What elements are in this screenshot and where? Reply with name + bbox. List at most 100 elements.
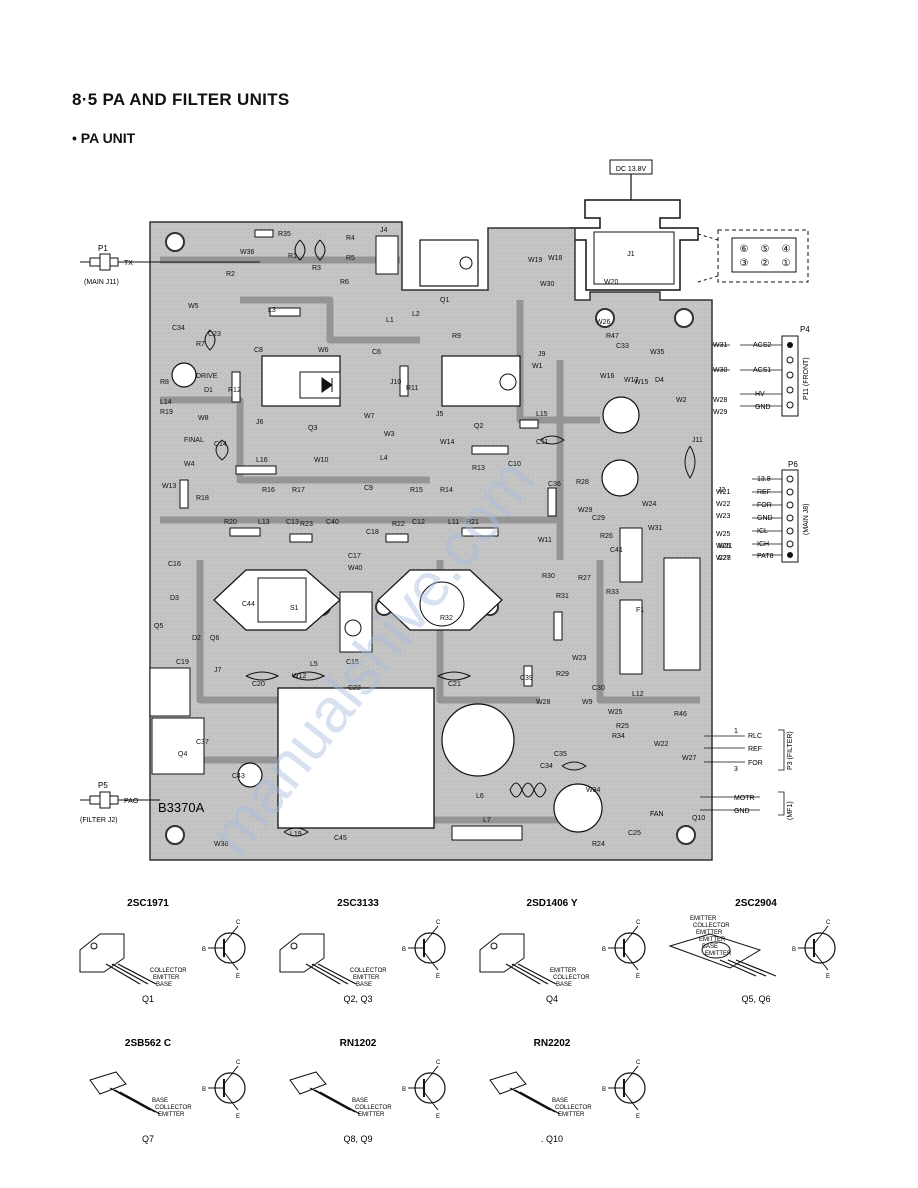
dc-label: DC 13.8V	[616, 166, 647, 173]
j1-label: J1	[627, 251, 635, 258]
transistor-type: 2SC2904	[735, 898, 777, 909]
board-label: W1	[532, 363, 543, 370]
collector-pin: C	[436, 920, 441, 926]
collector-pin: C	[236, 1060, 241, 1066]
board-label: W19	[528, 257, 543, 264]
d1-box	[299, 371, 341, 399]
board-label: C14	[214, 441, 227, 448]
board-label: L16	[256, 457, 268, 464]
board-label: R4	[346, 235, 355, 242]
pin-label: EMITTER	[690, 916, 717, 922]
board-label: FINAL	[184, 437, 204, 444]
board-label: L6	[476, 793, 484, 800]
board-label: J6	[256, 419, 264, 426]
p6-w27: W27	[716, 555, 731, 562]
pin-label: COLLECTOR	[553, 975, 590, 981]
base-pin: B	[602, 947, 606, 953]
power-connector-housing	[569, 199, 699, 291]
board-label: R47	[606, 333, 619, 340]
board-label: C39	[520, 675, 533, 682]
board-label: C34	[172, 325, 185, 332]
p5-net: PAO	[124, 798, 139, 805]
pin-1: ①	[782, 258, 791, 269]
q4-package	[151, 717, 205, 775]
board-label: C22	[348, 685, 361, 692]
board-label: W20	[604, 279, 619, 286]
pin-label: COLLECTOR	[150, 968, 187, 974]
board-label: R8	[160, 379, 169, 386]
p6-leads	[752, 478, 782, 556]
p4-name: P4	[800, 325, 810, 334]
board-label: R2	[226, 271, 235, 278]
board-label: W9	[582, 699, 593, 706]
p6-icl: ICL	[757, 528, 768, 535]
collector-pin: C	[826, 920, 831, 926]
pin-label: COLLECTOR	[693, 923, 730, 929]
emitter-pin: E	[636, 974, 640, 980]
mf1-bracket	[700, 791, 785, 816]
l5-coil	[339, 591, 373, 653]
board-label: W10	[314, 457, 329, 464]
board-label: R23	[300, 521, 313, 528]
relay-block	[663, 557, 701, 671]
board-label: L5	[310, 661, 318, 668]
collector-pin: C	[436, 1060, 441, 1066]
emitter-pin: E	[826, 974, 830, 980]
board-label: C9	[364, 485, 373, 492]
pin-label: EMITTER	[558, 1112, 585, 1118]
board-label: R28	[576, 479, 589, 486]
board-label: R13	[472, 465, 485, 472]
pin-2: ②	[761, 258, 770, 269]
board-label: C19	[176, 659, 189, 666]
pin-5: ⑤	[761, 244, 770, 255]
p4-acs2: ACS2	[753, 342, 771, 349]
board-label: W17	[624, 377, 639, 384]
transistor-ref: Q1	[142, 994, 154, 1004]
board-label: C43	[232, 773, 245, 780]
board-label: L14	[160, 399, 172, 406]
board-label: W15	[634, 379, 649, 386]
board-label: W29	[578, 507, 593, 514]
board-label: C15	[346, 659, 359, 666]
pin-label: EMITTER	[158, 1112, 185, 1118]
board-label: C34	[540, 763, 553, 770]
emitter-pin: E	[236, 974, 240, 980]
pin-label: COLLECTOR	[350, 968, 387, 974]
board-label: C40	[326, 519, 339, 526]
collector-pin: C	[236, 920, 241, 926]
board-label: R16	[262, 487, 275, 494]
board-label: R15	[410, 487, 423, 494]
q5-package	[377, 569, 503, 631]
pin-3: ③	[740, 258, 749, 269]
heat-block	[277, 687, 435, 829]
pin-6: ⑥	[740, 244, 749, 255]
board-label: F1	[636, 607, 644, 614]
base-pin: B	[792, 947, 796, 953]
base-pin: B	[202, 947, 206, 953]
board-label: D1	[204, 387, 213, 394]
board-label: L3	[268, 307, 276, 314]
board-label: C8	[254, 347, 263, 354]
transistor-type: 2SC1971	[127, 898, 169, 909]
p4-w28: W28	[713, 397, 728, 404]
pin-label: COLLECTOR	[155, 1105, 192, 1111]
p3-name: P3 (FILTER)	[787, 731, 794, 770]
q2-package	[441, 355, 521, 407]
p5-dest: (FILTER J2)	[80, 817, 118, 824]
pa-unit-diagram: DC 13.8V J1 ⑥ ⑤ ④ ③ ② ①	[80, 159, 810, 869]
p6-connector-body	[781, 469, 799, 563]
board-label: W24	[642, 501, 657, 508]
transistor-type: 2SB562 C	[125, 1038, 171, 1049]
board-label: W21	[718, 543, 733, 550]
p6-w21: W21	[716, 489, 731, 496]
transistor-type: 2SC3133	[337, 898, 379, 909]
p3-bracket	[704, 729, 785, 771]
emitter-pin: E	[636, 1114, 640, 1120]
board-label: W35	[650, 349, 665, 356]
board-label: J4	[380, 227, 388, 234]
pin-label: EMITTER	[705, 951, 732, 957]
pin-label: COLLECTOR	[555, 1105, 592, 1111]
p3-ref: REF	[748, 746, 762, 753]
